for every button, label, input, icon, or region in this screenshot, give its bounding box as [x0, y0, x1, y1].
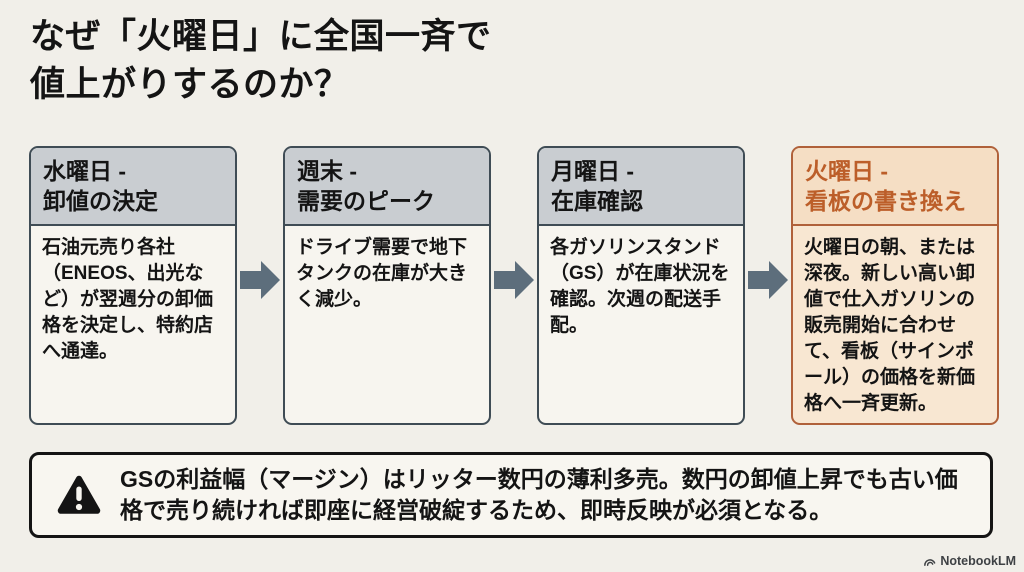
flow-step-card-weekend: 週末 - 需要のピーク ドライブ需要で地下タンクの在庫が大きく減少。 [283, 146, 491, 425]
page-title-line2: 値上がりするのか？ [30, 65, 350, 104]
flow-step-header: 水曜日 - 卸値の決定 [31, 148, 235, 226]
flow-step-header: 火曜日 - 看板の書き換え [793, 148, 997, 226]
flow-step-card-wednesday: 水曜日 - 卸値の決定 石油元売り各社（ENEOS、出光など）が翌週分の卸価格を… [29, 146, 237, 425]
flow-step-title-line2: 在庫確認 [551, 188, 643, 214]
flow-arrow-icon [494, 261, 534, 299]
notebooklm-logo-icon [923, 555, 936, 568]
flow-step-title-line2: 卸値の決定 [43, 188, 158, 214]
flow-step-body: 各ガソリンスタンド（GS）が在庫状況を確認。次週の配送手配。 [550, 237, 730, 336]
watermark-label: NotebookLM [940, 554, 1016, 568]
page-title-line1: なぜ「火曜日」に全国一斉で [30, 17, 492, 56]
warning-icon [55, 473, 103, 517]
warning-text: GSの利益幅（マージン）はリッター数円の薄利多売。数円の卸値上昇でも古い価格で売… [120, 466, 958, 523]
flow-step-title-line1: 月曜日 - [551, 158, 635, 184]
flow-step-card-monday: 月曜日 - 在庫確認 各ガソリンスタンド（GS）が在庫状況を確認。次週の配送手配… [537, 146, 745, 425]
flow-step-card-tuesday: 火曜日 - 看板の書き換え 火曜日の朝、または深夜。新しい高い卸値で仕入ガソリン… [791, 146, 999, 425]
warning-note: GSの利益幅（マージン）はリッター数円の薄利多売。数円の卸値上昇でも古い価格で売… [29, 452, 993, 538]
flow-step-header: 月曜日 - 在庫確認 [539, 148, 743, 226]
flow-step-header: 週末 - 需要のピーク [285, 148, 489, 226]
flow-step-body: ドライブ需要で地下タンクの在庫が大きく減少。 [296, 237, 468, 310]
flow-step-title-line1: 週末 - [297, 158, 358, 184]
flow-step-body: 石油元売り各社（ENEOS、出光など）が翌週分の卸価格を決定し、特約店へ通達。 [42, 237, 214, 362]
flow-step-title-line1: 水曜日 - [43, 158, 127, 184]
flow-step-title-line2: 需要のピーク [297, 188, 435, 214]
flow-step-title-line1: 火曜日 - [805, 158, 889, 184]
page-title: なぜ「火曜日」に全国一斉で 値上がりするのか？ [30, 13, 492, 109]
flow-step-body: 火曜日の朝、または深夜。新しい高い卸値で仕入ガソリンの販売開始に合わせて、看板（… [804, 237, 976, 414]
flow-arrow-icon [748, 261, 788, 299]
flow-step-title-line2: 看板の書き換え [805, 188, 966, 214]
watermark: NotebookLM [923, 554, 1016, 568]
flow-arrow-icon [240, 261, 280, 299]
